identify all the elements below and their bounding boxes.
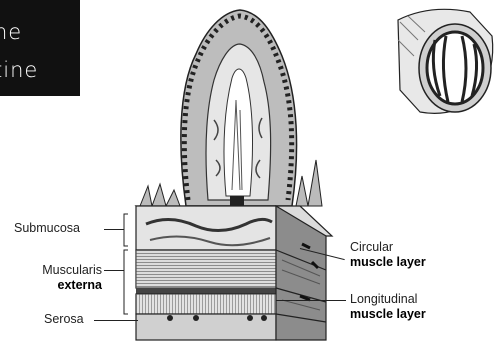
- longitudinal-leader: [276, 300, 346, 301]
- label-muscularis-externa: Muscularis externa: [18, 263, 102, 293]
- muscularis-leader: [104, 270, 124, 271]
- small-villi-left: [140, 184, 180, 206]
- label-serosa: Serosa: [44, 312, 84, 327]
- small-villi-right: [296, 160, 322, 206]
- submucosa-bracket: [124, 214, 128, 246]
- villus-fold: [181, 10, 297, 212]
- label-longitudinal-line1: Longitudinal: [350, 292, 426, 307]
- label-muscularis-line1: Muscularis: [18, 263, 102, 278]
- submucosa-leader: [104, 229, 124, 230]
- label-circular-line2: muscle layer: [350, 255, 426, 270]
- label-muscularis-line2: externa: [18, 278, 102, 293]
- label-circular-line1: Circular: [350, 240, 426, 255]
- intestine-cross-section-thumbnail: [398, 9, 493, 113]
- label-circular-muscle-layer: Circular muscle layer: [350, 240, 426, 270]
- serosa-leader: [94, 320, 138, 321]
- label-longitudinal-line2: muscle layer: [350, 307, 426, 322]
- label-longitudinal-muscle-layer: Longitudinal muscle layer: [350, 292, 426, 322]
- muscularis-bracket: [124, 250, 128, 314]
- label-submucosa: Submucosa: [14, 221, 80, 236]
- wall-block: [136, 206, 332, 340]
